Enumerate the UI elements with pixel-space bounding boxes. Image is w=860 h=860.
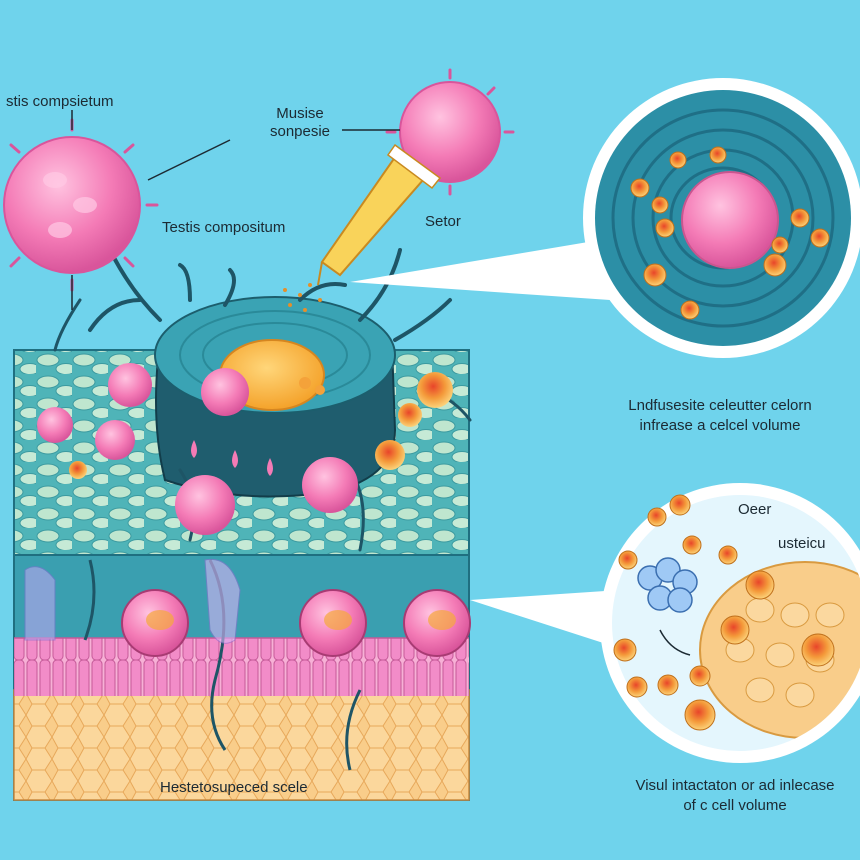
label-testis-center: Testis compositum: [162, 219, 286, 236]
pipette: [283, 143, 442, 312]
label-indfuse-line2: infrease a celcel volume: [639, 417, 801, 434]
callout-cell-volume: [470, 483, 860, 763]
label-visul-line2: of c cell volume: [683, 797, 787, 814]
spiky-cell-left: [3, 110, 231, 310]
label-testis-top-left: stis compsietum: [6, 93, 114, 110]
label-musise-line1: Musise: [276, 105, 324, 122]
label-setor: Setor: [425, 213, 461, 230]
label-indfuse-line1: Lndfusesite celeutter celorn: [628, 397, 812, 414]
tissue-cells: [24, 363, 471, 771]
label-musise-line2: sonpesie: [269, 123, 331, 140]
spiky-cell-top: [342, 68, 515, 196]
label-bottom-left: Hestetosupeced scele: [160, 779, 308, 796]
callout-magnified-tubule: [350, 78, 860, 358]
label-usteicu: usteicu: [778, 535, 826, 552]
label-deer: Oeer: [738, 501, 772, 518]
label-visul-line1: Visul intactaton or ad inlecase: [635, 777, 835, 794]
tubule-structure: [53, 248, 472, 552]
